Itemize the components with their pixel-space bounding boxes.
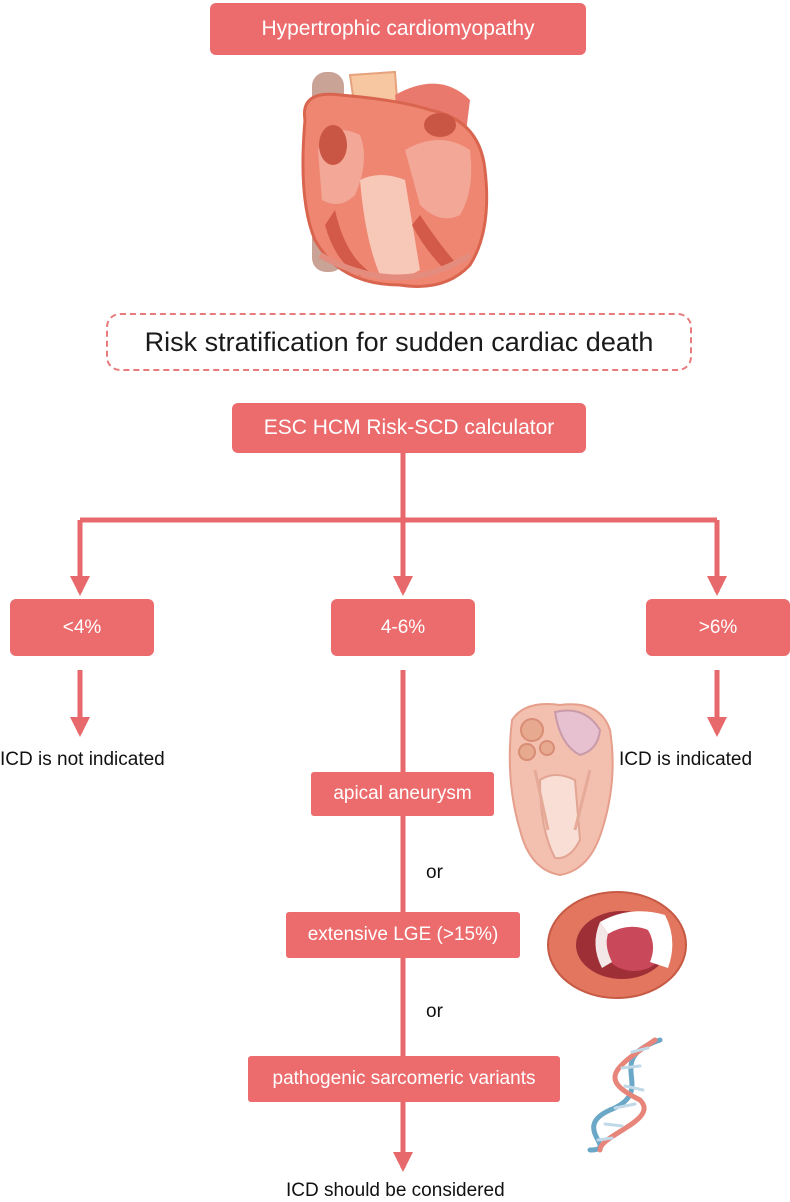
branch-high-label: >6%	[698, 616, 738, 638]
branch-mid-label: 4-6%	[380, 616, 426, 638]
criterion-sarcomeric-variants-label: pathogenic sarcomeric variants	[272, 1068, 536, 1089]
criterion-apical-aneurysm-label: apical aneurysm	[333, 783, 472, 804]
risk-stratification-box: Risk stratification for sudden cardiac d…	[106, 313, 692, 371]
outcome-high: ICD is indicated	[619, 749, 753, 770]
criterion-extensive-lge-label: extensive LGE (>15%)	[307, 924, 499, 945]
criterion-sarcomeric-variants: pathogenic sarcomeric variants	[248, 1056, 560, 1102]
outcome-mid: ICD should be considered	[286, 1180, 505, 1201]
criterion-apical-aneurysm: apical aneurysm	[311, 772, 494, 816]
calculator-label: ESC HCM Risk-SCD calculator	[263, 416, 555, 439]
dna-helix-icon	[587, 1037, 663, 1153]
title-text: Hypertrophic cardiomyopathy	[261, 17, 535, 40]
or-connector-1: or	[426, 862, 443, 883]
risk-heading: Risk stratification for sudden cardiac d…	[144, 326, 654, 357]
branch-low-label: <4%	[62, 616, 102, 638]
myocardium-ring-illustration	[547, 891, 687, 999]
outcome-low: ICD is not indicated	[0, 749, 165, 770]
branch-mid-box: 4-6%	[331, 599, 475, 656]
title-box: Hypertrophic cardiomyopathy	[210, 3, 586, 55]
or-connector-2: or	[426, 1001, 443, 1022]
branch-low-box: <4%	[10, 599, 154, 656]
criterion-extensive-lge: extensive LGE (>15%)	[286, 912, 520, 958]
heart-section-illustration	[508, 703, 614, 877]
branch-high-box: >6%	[646, 599, 790, 656]
calculator-box: ESC HCM Risk-SCD calculator	[232, 403, 586, 453]
